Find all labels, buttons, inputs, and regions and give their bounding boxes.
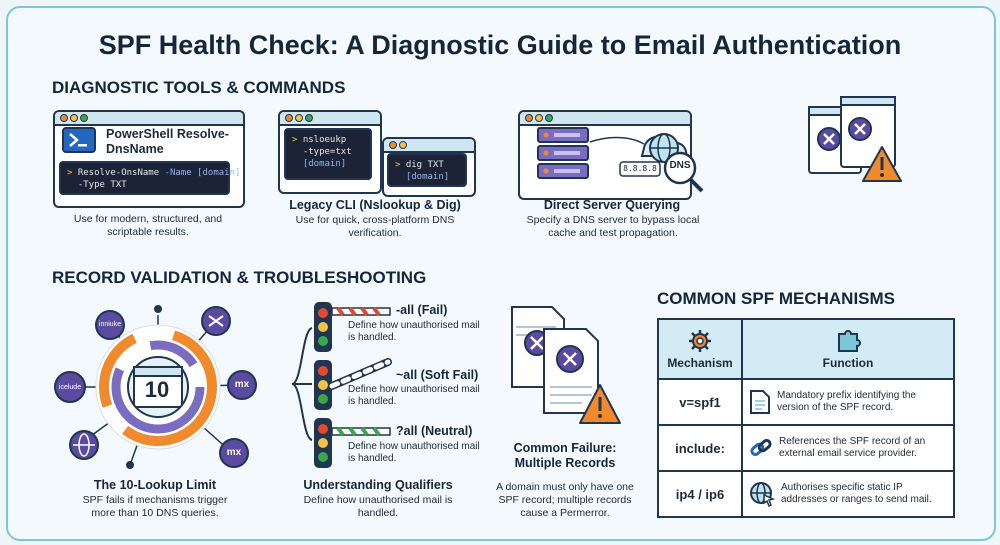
dns-server-icon xyxy=(537,127,704,193)
qualifiers-diagram xyxy=(291,302,392,468)
powershell-title: PowerShell Resolve-DnsName xyxy=(106,127,229,156)
table-row: v=spf1 Mandatory prefix identifying the … xyxy=(657,378,955,426)
mechanism-cell: include: xyxy=(657,424,743,472)
legacy-title: Legacy CLI (Nslookup & Dig) xyxy=(289,198,461,212)
qualifier-neutral-desc: Define how unauthorised mail is handled. xyxy=(348,441,480,464)
dig-line2: [domain] xyxy=(405,172,450,182)
qualifier-softfail-label: ~all (Soft Fail) xyxy=(396,368,479,382)
lookup-node-3: mx xyxy=(234,379,250,390)
dns-label: DNS xyxy=(669,160,691,171)
section-heading-mechanisms: COMMON SPF MECHANISMS xyxy=(657,289,895,308)
mechanism-cell: ip4 / ip6 xyxy=(657,470,743,518)
nslookup-line2: -type=txt xyxy=(302,147,352,157)
table-row: include: References the SPF record of an… xyxy=(657,424,955,472)
mechanism-cell: v=spf1 xyxy=(657,378,743,426)
legacy-caption: Use for quick, cross-platform DNS verifi… xyxy=(295,214,455,239)
link-icon xyxy=(750,439,772,456)
lookup-count: 10 xyxy=(144,377,170,402)
page-title: SPF Health Check: A Diagnostic Guide to … xyxy=(98,30,902,60)
lookup-node-4: mx xyxy=(226,447,242,458)
powershell-icon xyxy=(62,127,96,153)
qualifier-fail-label: -all (Fail) xyxy=(396,303,448,317)
direct-query-title: Direct Server Querying xyxy=(543,198,681,212)
dig-line1: dig TXT xyxy=(405,160,444,170)
qualifier-fail-desc: Define how unauthorised mail is handled. xyxy=(348,320,480,343)
powershell-caption: Use for modern, structured, and scriptab… xyxy=(73,213,223,238)
function-cell: Mandatory prefix identifying the version… xyxy=(777,390,916,413)
multiple-records-icon xyxy=(511,306,621,424)
powershell-terminal: > Resolve-OnsName -Name [domain] -Type T… xyxy=(59,161,240,195)
table-row: ip4 / ip6 Authorises specific static IP … xyxy=(657,470,955,518)
lookup-node-1: inniuke xyxy=(98,321,122,328)
nslookup-line3: [domain] xyxy=(302,159,347,169)
qualifiers-title: Understanding Qualifiers xyxy=(303,478,453,492)
direct-query-caption: Specify a DNS server to bypass local cac… xyxy=(526,214,700,239)
function-column-label: Function xyxy=(822,355,874,370)
function-cell: References the SPF record of an external… xyxy=(779,436,926,459)
qualifier-neutral-label: ?all (Neutral) xyxy=(396,424,473,438)
function-cell: Authorises specific static IP addresses … xyxy=(781,482,932,505)
ps-cmd: Resolve-OnsName xyxy=(77,168,160,178)
ps-arg: -Name [domain] xyxy=(164,168,241,178)
section-heading-tools: DIAGNOSTIC TOOLS & COMMANDS xyxy=(52,78,346,97)
nslookup-terminal: > nsloeukp -type=txt [domain] xyxy=(284,128,372,180)
error-documents-icon xyxy=(808,96,902,182)
globe-cursor-icon xyxy=(750,482,775,507)
puzzle-icon xyxy=(838,329,861,352)
document-icon xyxy=(750,390,770,414)
mechanism-column-label: Mechanism xyxy=(667,355,733,370)
section-heading-validation: RECORD VALIDATION & TROUBLESHOOTING xyxy=(52,268,427,287)
dns-ip-label: 8.8.8.8 xyxy=(623,164,657,173)
qualifiers-caption: Define how unauthorised mail is handled. xyxy=(303,494,453,519)
lookup-title: The 10-Lookup Limit xyxy=(93,478,217,492)
lookup-node-2: icelude xyxy=(58,384,82,391)
ps-type: -Type TXT xyxy=(77,180,127,190)
qualifier-softfail-desc: Define how unauthorised mail is handled. xyxy=(348,384,480,407)
failure-caption: A domain must only have one SPF record; … xyxy=(496,481,634,519)
lookup-limit-diagram xyxy=(54,305,257,469)
dig-terminal: > dig TXT [domain] xyxy=(387,153,467,187)
mechanism-column-header: Mechanism xyxy=(657,318,743,380)
lookup-caption: SPF fails if mechanisms trigger more tha… xyxy=(82,494,228,519)
mechanisms-table: Mechanism Function v=spf1 Mandatory pref… xyxy=(657,318,955,518)
nslookup-line1: nsloeukp xyxy=(302,135,347,145)
failure-title: Common Failure: Multiple Records xyxy=(513,441,617,470)
function-column-header: Function xyxy=(741,318,955,380)
gear-icon xyxy=(689,329,711,352)
